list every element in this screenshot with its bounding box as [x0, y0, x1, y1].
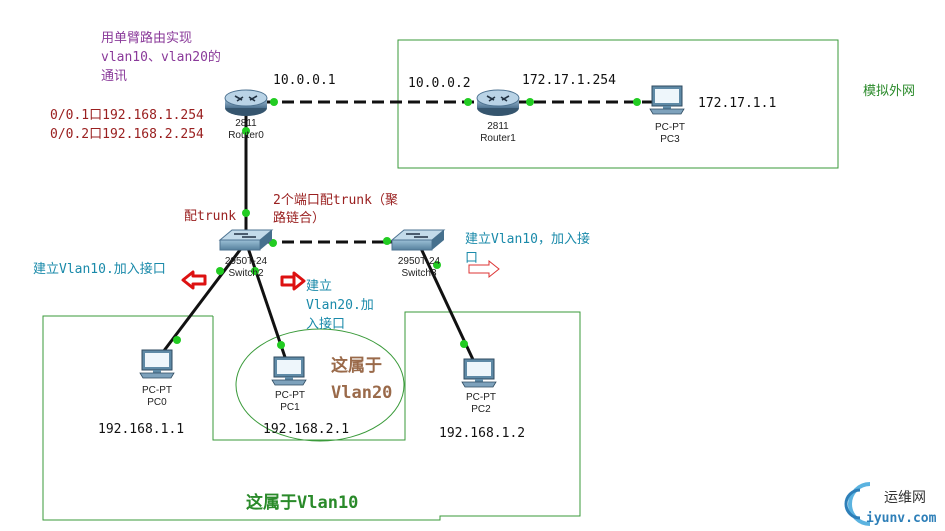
trunk-note: 2个端口配trunk（聚 路链合）: [273, 193, 398, 226]
pc1-icon[interactable]: [271, 356, 307, 386]
port-dot: [277, 341, 285, 349]
pc3-ip: 172.17.1.1: [698, 96, 776, 111]
trunk-note-line: 2个端口配trunk（聚: [273, 193, 398, 208]
link-status-dots: [173, 98, 641, 349]
port-dot: [464, 98, 472, 106]
port-dot: [242, 209, 250, 217]
vlan20-region-ellipse: [235, 328, 405, 442]
title-note: 用单臂路由实现 vlan10、vlan20的 通讯: [101, 30, 221, 84]
vlan10-region-outline: [42, 311, 581, 521]
switch3-name: Switch3: [401, 268, 436, 279]
pc2-name: PC2: [471, 404, 491, 415]
pc0-model: PC-PT: [142, 385, 172, 396]
r0-wan-ip: 10.0.0.1: [273, 73, 336, 88]
pc1-model: PC-PT: [275, 390, 305, 401]
belongs-vlan10-label: 这属于Vlan10: [246, 492, 358, 513]
router0-name: Router0: [228, 130, 264, 141]
vlan20-label-line: Vlan20: [331, 383, 392, 403]
title-line: 用单臂路由实现: [101, 30, 192, 46]
router1-model: 2811: [487, 121, 509, 132]
vlan10-switch3-note: 建立Vlan10，加入接 口: [465, 231, 590, 266]
left-arrow-icon: [181, 270, 207, 290]
simulated-external-network-label: 模拟外网: [863, 84, 915, 99]
pc3-model: PC-PT: [655, 122, 685, 133]
port-dot: [633, 98, 641, 106]
port-dot: [269, 239, 277, 247]
pc2-icon[interactable]: [461, 358, 497, 388]
switch2-icon[interactable]: [218, 229, 274, 251]
vlan20-note-line: 建立: [306, 279, 332, 294]
watermark-brand: 运维网: [884, 490, 926, 506]
vlan20-label-line: 这属于: [331, 355, 382, 376]
switch2-model: 2950T-24: [225, 256, 268, 267]
port-dot: [433, 261, 441, 269]
vlan10-sw3-note-line: 口: [465, 251, 478, 266]
router1-icon[interactable]: [476, 89, 520, 116]
watermark-domain: iyunv.com: [866, 511, 937, 526]
port-dot: [383, 237, 391, 245]
title-line: vlan10、vlan20的: [101, 49, 221, 65]
port-dot: [526, 98, 534, 106]
link-sw2-pc0: [158, 241, 248, 357]
port-dot: [216, 267, 224, 275]
port-dot: [251, 267, 259, 275]
r1-lan-ip: 172.17.1.254: [522, 73, 616, 88]
pei-trunk-note: 配trunk: [184, 209, 236, 224]
external-network-box: [397, 39, 839, 169]
port-dot: [242, 127, 250, 135]
pc3-icon[interactable]: [649, 85, 685, 115]
r1-wan-ip: 10.0.0.2: [408, 76, 471, 91]
vlan20-switch2-note: 建立 Vlan20.加 入接口: [306, 279, 374, 332]
pc2-model: PC-PT: [466, 392, 496, 403]
switch2-name: Switch2: [228, 268, 263, 279]
right-arrow-outline-icon: [468, 259, 500, 279]
router1-name: Router1: [480, 133, 516, 144]
belongs-vlan20-label: 这属于 Vlan20: [331, 355, 392, 403]
subinterface-1-note: 0/0.1口192.168.1.254: [50, 108, 204, 123]
router0-icon[interactable]: [224, 89, 268, 116]
port-dot: [460, 340, 468, 348]
pc1-ip: 192.168.2.1: [263, 422, 349, 437]
right-arrow-icon: [280, 271, 306, 291]
title-line: 通讯: [101, 69, 127, 84]
pc2-ip: 192.168.1.2: [439, 426, 525, 441]
port-dot: [173, 336, 181, 344]
pc0-icon[interactable]: [139, 349, 175, 379]
pc1-name: PC1: [280, 402, 300, 413]
vlan20-note-line: Vlan20.加: [306, 298, 374, 313]
vlan10-sw3-note-line: 建立Vlan10，加入接: [465, 231, 590, 247]
vlan10-switch2-note: 建立Vlan10.加入接口: [33, 261, 166, 277]
pc0-name: PC0: [147, 397, 167, 408]
port-dot: [270, 98, 278, 106]
switch3-model: 2950T-24: [398, 256, 441, 267]
trunk-note-line: 路链合）: [273, 210, 325, 226]
pc0-ip: 192.168.1.1: [98, 422, 184, 437]
vlan20-note-line: 入接口: [306, 316, 345, 332]
router0-model: 2811: [235, 118, 257, 129]
subinterface-2-note: 0/0.2口192.168.2.254: [50, 127, 204, 142]
watermark-logo: 运维网 iyunv.com: [844, 482, 937, 526]
switch3-icon[interactable]: [390, 229, 446, 251]
pc3-name: PC3: [660, 134, 680, 145]
